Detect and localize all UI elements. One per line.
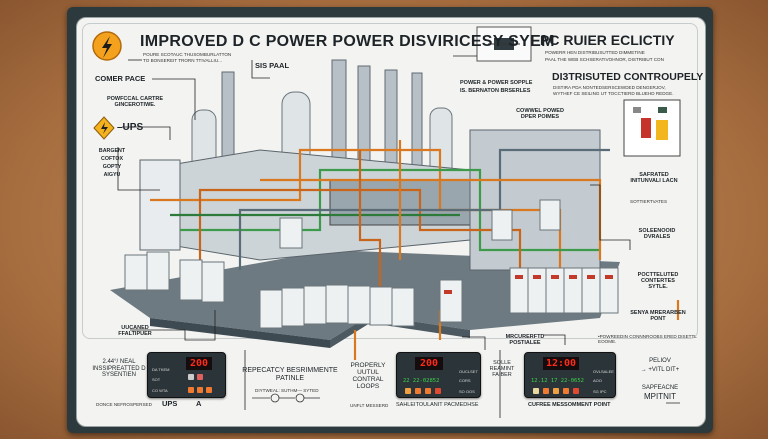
warning-icon bbox=[93, 116, 115, 140]
display-readout: 200 bbox=[186, 357, 212, 370]
display-side-label: SOT bbox=[152, 377, 161, 382]
display-button[interactable] bbox=[563, 388, 569, 394]
distributed-title: DI3TRISUTED CONTROUPELY bbox=[552, 71, 704, 83]
display-green-line: 12.12 17 22-0652 bbox=[531, 378, 584, 384]
mrcurerftd-label: MRCURERFTD POSTIALEE bbox=[505, 334, 545, 347]
display-side-label: CORS bbox=[459, 378, 471, 383]
display-button[interactable] bbox=[543, 388, 549, 394]
distribution-unit-icon bbox=[476, 26, 532, 62]
properly-sub: UNFLT MESSERD bbox=[350, 403, 389, 408]
right-sub-2: PAAL THE WEB SCHSERATIVOHNOR, DISTRIBUT … bbox=[545, 57, 664, 62]
lightning-logo-icon bbox=[92, 31, 122, 61]
display-side-label: OUCLSET bbox=[459, 369, 478, 374]
distributed-sub-2: WYTHEF CE SEILING UT TOCCTIERD BLUEHD RE… bbox=[553, 91, 674, 96]
safrated-sub: SOTTIERTVATES bbox=[630, 199, 668, 204]
safrated-label: SAFRATED INITUNVALI LACN bbox=[630, 172, 678, 185]
leader-lines bbox=[117, 55, 631, 418]
cowwel-label: COWWEL POWED DPER POIMES bbox=[516, 108, 564, 121]
display-side-label: DA TKEM bbox=[152, 367, 170, 372]
mpitnit-label: MPITNIT bbox=[644, 392, 676, 401]
display-button[interactable] bbox=[573, 388, 579, 394]
display-readout: 12:00 bbox=[543, 357, 579, 370]
subtitle-line-2: TO BONSEREIT TRORN TTIVALLIU... bbox=[143, 58, 222, 63]
curfree-label: CUFREE MESSOMMENT POINT bbox=[528, 402, 611, 408]
neal-sub: DONCE NEFROSPERSED bbox=[96, 402, 152, 407]
ups-display-panel: 200 DA TKEM SOT CO WTA bbox=[147, 352, 226, 398]
display-green-line: 22 22-02852 bbox=[403, 378, 440, 384]
vitl-label: → +VITL DIT+ bbox=[640, 367, 680, 373]
powfccal-label: POWFCCAL CARTRE GINCEROTIWE. bbox=[106, 96, 164, 109]
repecatcy-label: REPECATCY BESRIMMENTE PATINLE bbox=[242, 367, 338, 382]
display-button[interactable] bbox=[425, 388, 431, 394]
a-caption: A bbox=[196, 399, 202, 408]
control-panel-icon bbox=[623, 99, 681, 157]
diytweal-label: DIYTWEAL: SUTHM— SYTED bbox=[255, 388, 319, 393]
display-side-label: SO OOS bbox=[459, 389, 475, 394]
right-sub-1: POWERR HEN DISTRIBUSUTTED DIMMETINE bbox=[545, 50, 645, 55]
circuit-symbols bbox=[252, 393, 680, 404]
display-button[interactable] bbox=[188, 387, 194, 393]
display-side-label: AOO bbox=[593, 378, 602, 383]
power-supple-label: POWER & POWER SOPPLE bbox=[460, 80, 533, 86]
right-title: PC RUIER ECLICTIY bbox=[540, 32, 675, 48]
sahleitoul-label: SAHLEITOULANIT PACMEDHSE bbox=[396, 402, 479, 408]
display-button[interactable] bbox=[197, 387, 203, 393]
poctteluted-label: POCTTELUTED CONTERTES SYTLE. bbox=[637, 272, 679, 291]
display-button[interactable] bbox=[206, 387, 212, 393]
comer-pace-label: COMER PACE bbox=[95, 74, 146, 83]
sapfeacne-label: SAPFEACNE bbox=[641, 385, 679, 391]
display-button[interactable] bbox=[435, 388, 441, 394]
distributed-sub-1: DISTIRA PDA NONTEDSERSCEWDED DENGERJOV, bbox=[553, 85, 666, 90]
bernaton-label: IS. BERNATON BRSERLES bbox=[460, 88, 531, 94]
display-button[interactable] bbox=[405, 388, 411, 394]
inner-border bbox=[82, 23, 698, 339]
cabinets bbox=[124, 199, 619, 329]
display-side-label: OVLSALEE bbox=[593, 369, 614, 374]
display-side-label: SG IPC bbox=[593, 389, 607, 394]
subtitle-line-1: POURE SCOTAUC THUSOMBURLATTON bbox=[143, 52, 232, 57]
solle-label: SOLLE REAMINT FAIBER bbox=[489, 360, 515, 379]
display-button[interactable] bbox=[533, 388, 539, 394]
display-button[interactable] bbox=[553, 388, 559, 394]
ups-caption: UPS bbox=[162, 399, 178, 408]
senya-label: SENYA MRERARBEN PONT bbox=[630, 310, 686, 323]
display-side-label: CO WTA bbox=[152, 388, 168, 393]
measurement-display-panel: 12:00 12.12 17 22-0652 OVLSALEE AOO SG I… bbox=[524, 352, 616, 398]
cabinet-indicators bbox=[444, 275, 613, 294]
main-title: IMPROVED D C POWER POWER DISVIRICESY SYE… bbox=[140, 33, 555, 50]
properly-label: PROPERLY UUTUL CONTRAL LOOPS bbox=[350, 362, 386, 391]
bargent-label: BARGENT COFTOX GOPTY AIGYU bbox=[98, 148, 126, 178]
display-button[interactable] bbox=[415, 388, 421, 394]
display-button[interactable] bbox=[197, 374, 203, 380]
display-button[interactable] bbox=[188, 374, 194, 380]
display-readout: 200 bbox=[415, 357, 443, 370]
senya-sub: •POWREEDIN CONNNROOBS ERED DISETTL EOOME… bbox=[598, 334, 697, 345]
main-building bbox=[139, 129, 601, 271]
peliov-label: PELIOV bbox=[649, 358, 671, 364]
chimneys bbox=[221, 59, 423, 183]
display-panel-2: 200 22 22-02852 OUCLSET CORS SO OOS bbox=[396, 352, 481, 398]
neal-label: 2.44°/ NEAL INSSIPREATTED D SYSENTIEN bbox=[92, 359, 146, 379]
uucaned-label: UUCANED FFALTIPUER bbox=[118, 325, 152, 338]
ups-label: –UPS bbox=[117, 122, 144, 133]
soleenoid-label: SOLEENOOID DVRALES bbox=[638, 228, 676, 241]
sis-paal-label: SIS PAAL bbox=[255, 61, 290, 70]
